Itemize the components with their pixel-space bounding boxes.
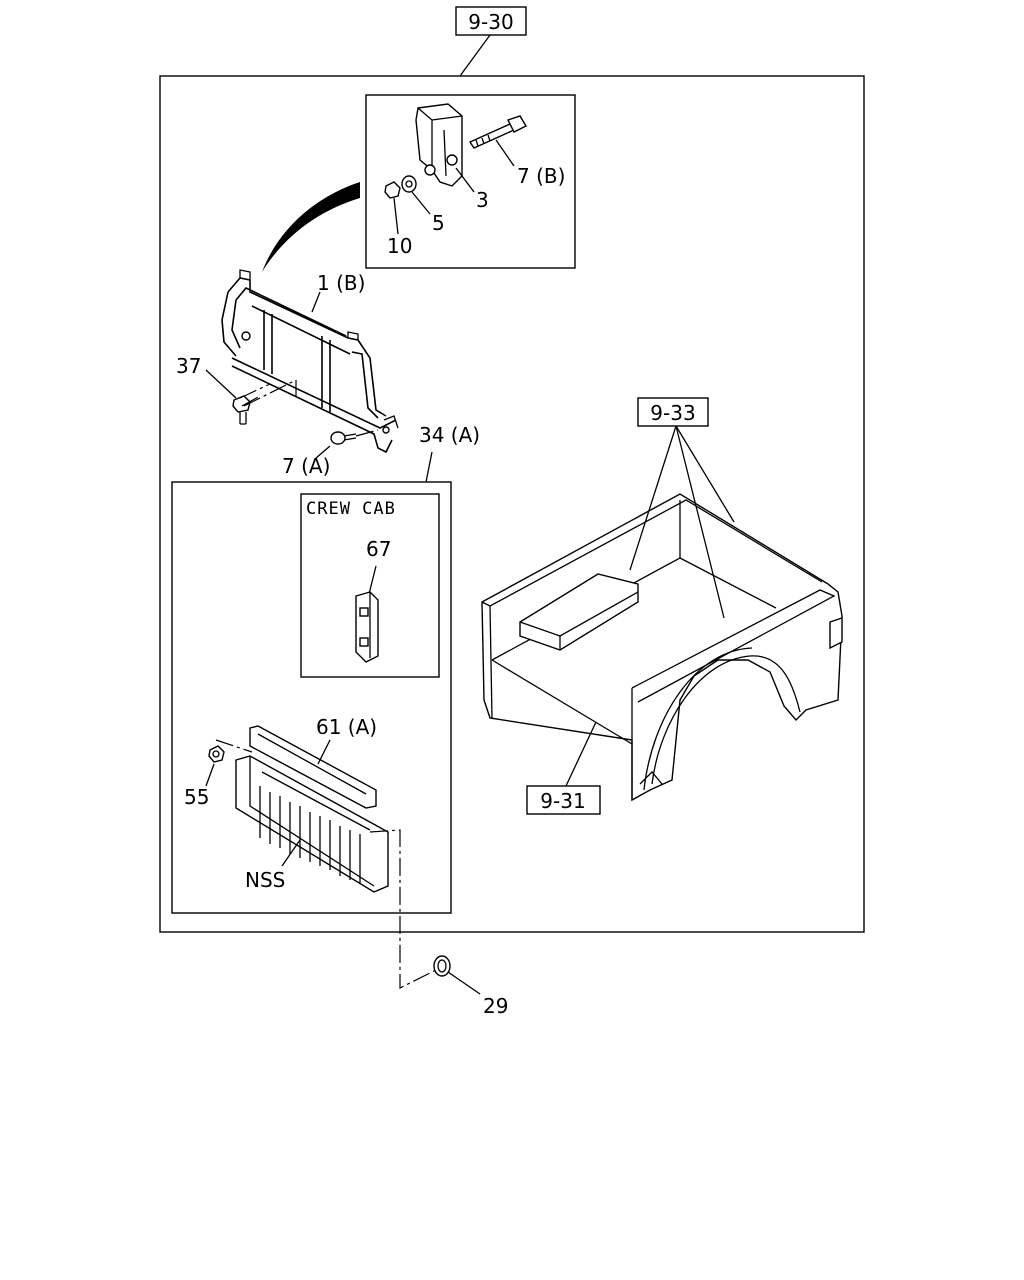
bolt-part-7b (468, 115, 527, 149)
label-67: 67 (366, 537, 391, 561)
label-nss: NSS (245, 868, 285, 892)
leader-9-33-c (675, 425, 735, 523)
leader-29 (447, 971, 481, 995)
label-10: 10 (387, 234, 412, 258)
truck-bed-part (481, 493, 843, 802)
leader-34a (425, 451, 433, 483)
bracket-part (415, 103, 463, 187)
tailgate-box (171, 481, 452, 914)
ref-label-9-30: 9-30 (468, 10, 513, 34)
bolt-part-37 (232, 395, 251, 425)
leader-9-30 (459, 34, 491, 77)
leader-10 (393, 197, 399, 235)
detail-callout-wedge (262, 182, 360, 272)
leader-9-31 (565, 721, 597, 787)
nut-part-10 (384, 181, 401, 199)
ref-label-9-31: 9-31 (540, 789, 585, 813)
rack-part-1b (221, 269, 399, 454)
label-55: 55 (184, 785, 209, 809)
leader-61a (317, 739, 331, 765)
leader-55 (205, 763, 215, 787)
nut-part-55 (208, 745, 225, 763)
leader-1b (311, 291, 321, 313)
bracket-detail-box (365, 94, 576, 269)
leader-7a (315, 445, 331, 459)
label-1b: 1 (B) (317, 271, 365, 295)
leader-37 (205, 369, 237, 399)
ref-box-9-31[interactable]: 9-31 (526, 785, 601, 815)
main-frame (159, 75, 865, 933)
label-34a: 34 (A) (419, 423, 480, 447)
label-61a: 61 (A) (316, 715, 377, 739)
ref-box-9-33[interactable]: 9-33 (637, 397, 709, 427)
label-7b: 7 (B) (517, 164, 565, 188)
leader-nss (281, 839, 301, 867)
label-5: 5 (432, 211, 445, 235)
assembly-line-29 (369, 829, 437, 989)
ref-label-9-33: 9-33 (650, 401, 695, 425)
leader-7b (495, 139, 515, 167)
leader-9-33-b (675, 425, 725, 619)
label-7a: 7 (A) (282, 454, 330, 478)
label-37: 37 (176, 354, 201, 378)
ref-box-9-30[interactable]: 9-30 (455, 6, 527, 36)
crew-cab-box: CREW CAB (300, 493, 440, 678)
leader-3 (455, 167, 475, 193)
bracket-part-67 (355, 591, 379, 663)
tailgate-panel-part (235, 725, 389, 893)
assembly-line-37 (239, 379, 297, 407)
washer-part-5 (401, 175, 417, 193)
leader-5 (411, 191, 431, 215)
leader-9-33-a (629, 425, 677, 571)
label-29: 29 (483, 994, 508, 1018)
bolt-part-7a (330, 431, 357, 445)
crew-cab-title: CREW CAB (306, 499, 396, 519)
grommet-part-29 (433, 955, 451, 977)
label-3: 3 (476, 188, 489, 212)
